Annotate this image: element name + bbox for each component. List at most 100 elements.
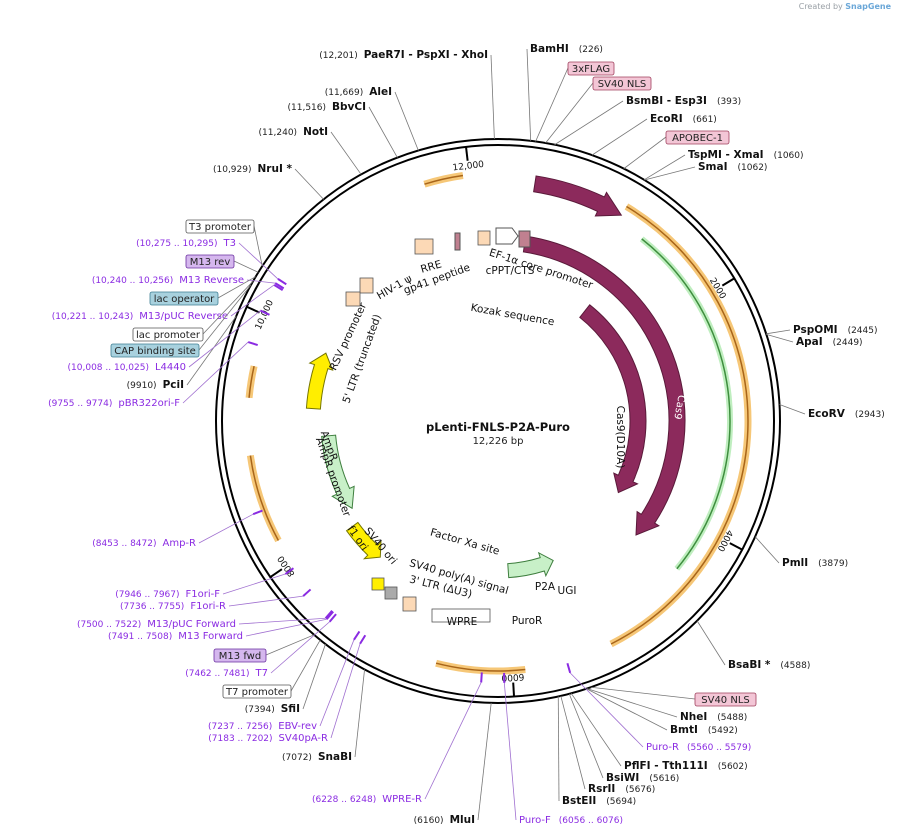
box-leader-4 bbox=[253, 225, 263, 267]
primer-leader-1 bbox=[246, 279, 276, 284]
inner-label-1: cPPT/CTS bbox=[486, 265, 535, 277]
site-9: PmlI(3879) bbox=[782, 557, 848, 569]
credit-brand: SnapGene bbox=[845, 2, 891, 11]
primer-mark-7 bbox=[302, 588, 312, 597]
site-leader-18 bbox=[354, 669, 365, 758]
feature-box-6 bbox=[149, 291, 219, 306]
site-position: (5616) bbox=[649, 774, 679, 784]
site-2: BsmBI - Esp3I(393) bbox=[626, 95, 741, 107]
primer-8: M13/pUC Forward(7500 .. 7522) bbox=[77, 619, 236, 630]
inner-label-3: RRE bbox=[419, 258, 443, 275]
site-leader-0 bbox=[490, 54, 495, 140]
primer-leader-12 bbox=[330, 643, 361, 739]
site-leader-16 bbox=[557, 696, 560, 802]
tick-mark-3 bbox=[269, 568, 283, 578]
box-leader-7 bbox=[202, 280, 254, 335]
site-position: (7072) bbox=[282, 753, 312, 763]
site-position: (661) bbox=[693, 115, 717, 125]
inner-label-16: WPRE bbox=[447, 616, 478, 628]
site-16: BstEII(5694) bbox=[562, 795, 636, 807]
primer-3: L4440 (10,008 .. 10,025) bbox=[68, 362, 186, 373]
primer-5: Amp-R(8453 .. 8472) bbox=[92, 538, 196, 549]
primer-name: M13 Reverse bbox=[179, 275, 244, 286]
box-leader-2 bbox=[623, 136, 667, 169]
primer-leader-2 bbox=[230, 284, 275, 317]
primer-range: (8453 .. 8472) bbox=[92, 539, 156, 549]
primer-leader-3 bbox=[188, 310, 261, 368]
feature-box-4 bbox=[185, 219, 255, 234]
primer-range: (10,221 .. 10,243) bbox=[52, 312, 133, 322]
site-position: (11,240) bbox=[259, 128, 298, 138]
box-leader-1 bbox=[545, 82, 594, 144]
site-leader-22 bbox=[330, 131, 362, 175]
site-10: BsaBI *(4588) bbox=[728, 659, 810, 671]
site-leader-23 bbox=[368, 106, 398, 158]
site-position: (2445) bbox=[848, 326, 878, 336]
site-position: (5492) bbox=[708, 726, 738, 736]
feature-box-label: T7 promoter bbox=[225, 687, 289, 698]
leader-lines bbox=[186, 48, 806, 821]
primer-0: T3(10,275 .. 10,295) bbox=[136, 238, 236, 249]
primer-mark-5 bbox=[252, 509, 263, 516]
site-position: (5676) bbox=[625, 785, 655, 795]
site-position: (5488) bbox=[717, 713, 747, 723]
site-leader-6 bbox=[766, 329, 791, 335]
feature-box-9 bbox=[213, 648, 267, 663]
site-position: (10,929) bbox=[213, 165, 252, 175]
orange-arc-core-4 bbox=[249, 455, 280, 541]
primer-name: pBR322ori-F bbox=[118, 398, 180, 409]
box-leader-9 bbox=[265, 634, 315, 656]
site-position: (9910) bbox=[127, 381, 157, 391]
site-3: EcoRI (661) bbox=[650, 113, 717, 125]
plasmid-size: 12,226 bp bbox=[473, 436, 524, 447]
primer-name: L4440 bbox=[155, 362, 186, 373]
primer-range: (10,008 .. 10,025) bbox=[68, 363, 149, 373]
inner-label-2: Kozak sequence bbox=[470, 302, 556, 329]
feature-box-label: T3 promoter bbox=[188, 222, 252, 233]
feature-block-1 bbox=[477, 230, 491, 246]
site-name: EcoRI bbox=[650, 113, 683, 125]
site-6: PspOMI (2445) bbox=[793, 324, 878, 336]
orange-arc-core-2 bbox=[435, 662, 526, 672]
primer-range: (10,275 .. 10,295) bbox=[136, 239, 217, 249]
site-name: PspOMI bbox=[793, 324, 838, 336]
backbone-ring bbox=[215, 138, 781, 704]
site-name: EcoRV bbox=[808, 408, 846, 420]
site-11: NheI(5488) bbox=[680, 711, 747, 723]
tick-mark-0 bbox=[721, 277, 735, 287]
site-name: NotI bbox=[303, 126, 328, 138]
primer-name: EBV-rev bbox=[278, 721, 317, 732]
primer-range: (5560 .. 5579) bbox=[687, 743, 751, 753]
feature-ampr bbox=[321, 434, 355, 510]
feature-box-label: M13 rev bbox=[190, 257, 231, 268]
site-leader-8 bbox=[779, 404, 806, 415]
primer-range: (7237 .. 7256) bbox=[208, 722, 272, 732]
primer-mark-13 bbox=[480, 672, 483, 683]
primer-mark-12 bbox=[359, 634, 367, 645]
site-name: SmaI bbox=[698, 161, 728, 173]
box-leader-5 bbox=[233, 260, 259, 273]
site-leader-19 bbox=[302, 643, 326, 710]
plasmid-name: pLenti-FNLS-P2A-Puro bbox=[426, 420, 570, 434]
site-leader-4 bbox=[643, 154, 686, 181]
site-leader-11 bbox=[586, 688, 678, 718]
site-15: RsrII(5676) bbox=[588, 783, 655, 795]
site-name: ApaI bbox=[796, 336, 823, 348]
feature-block-6 bbox=[371, 577, 385, 591]
feature-box-label: lac promoter bbox=[136, 330, 201, 341]
site-leader-24 bbox=[394, 91, 419, 151]
primer-range: (7946 .. 7967) bbox=[115, 590, 179, 600]
primer-leader-8 bbox=[238, 617, 326, 625]
feature-block-0 bbox=[414, 238, 434, 255]
site-position: (393) bbox=[717, 97, 741, 107]
feature-box-label: 3xFLAG bbox=[572, 64, 610, 75]
site-position: (2449) bbox=[833, 338, 863, 348]
primer-range: (7462 .. 7481) bbox=[185, 669, 249, 679]
box-leader-3 bbox=[590, 686, 696, 700]
primer-13: WPRE-R(6228 .. 6248) bbox=[312, 794, 422, 805]
feature-apobec-1 bbox=[533, 175, 623, 217]
site-leader-7 bbox=[766, 333, 794, 343]
site-17: MluI(6160) bbox=[414, 814, 475, 826]
